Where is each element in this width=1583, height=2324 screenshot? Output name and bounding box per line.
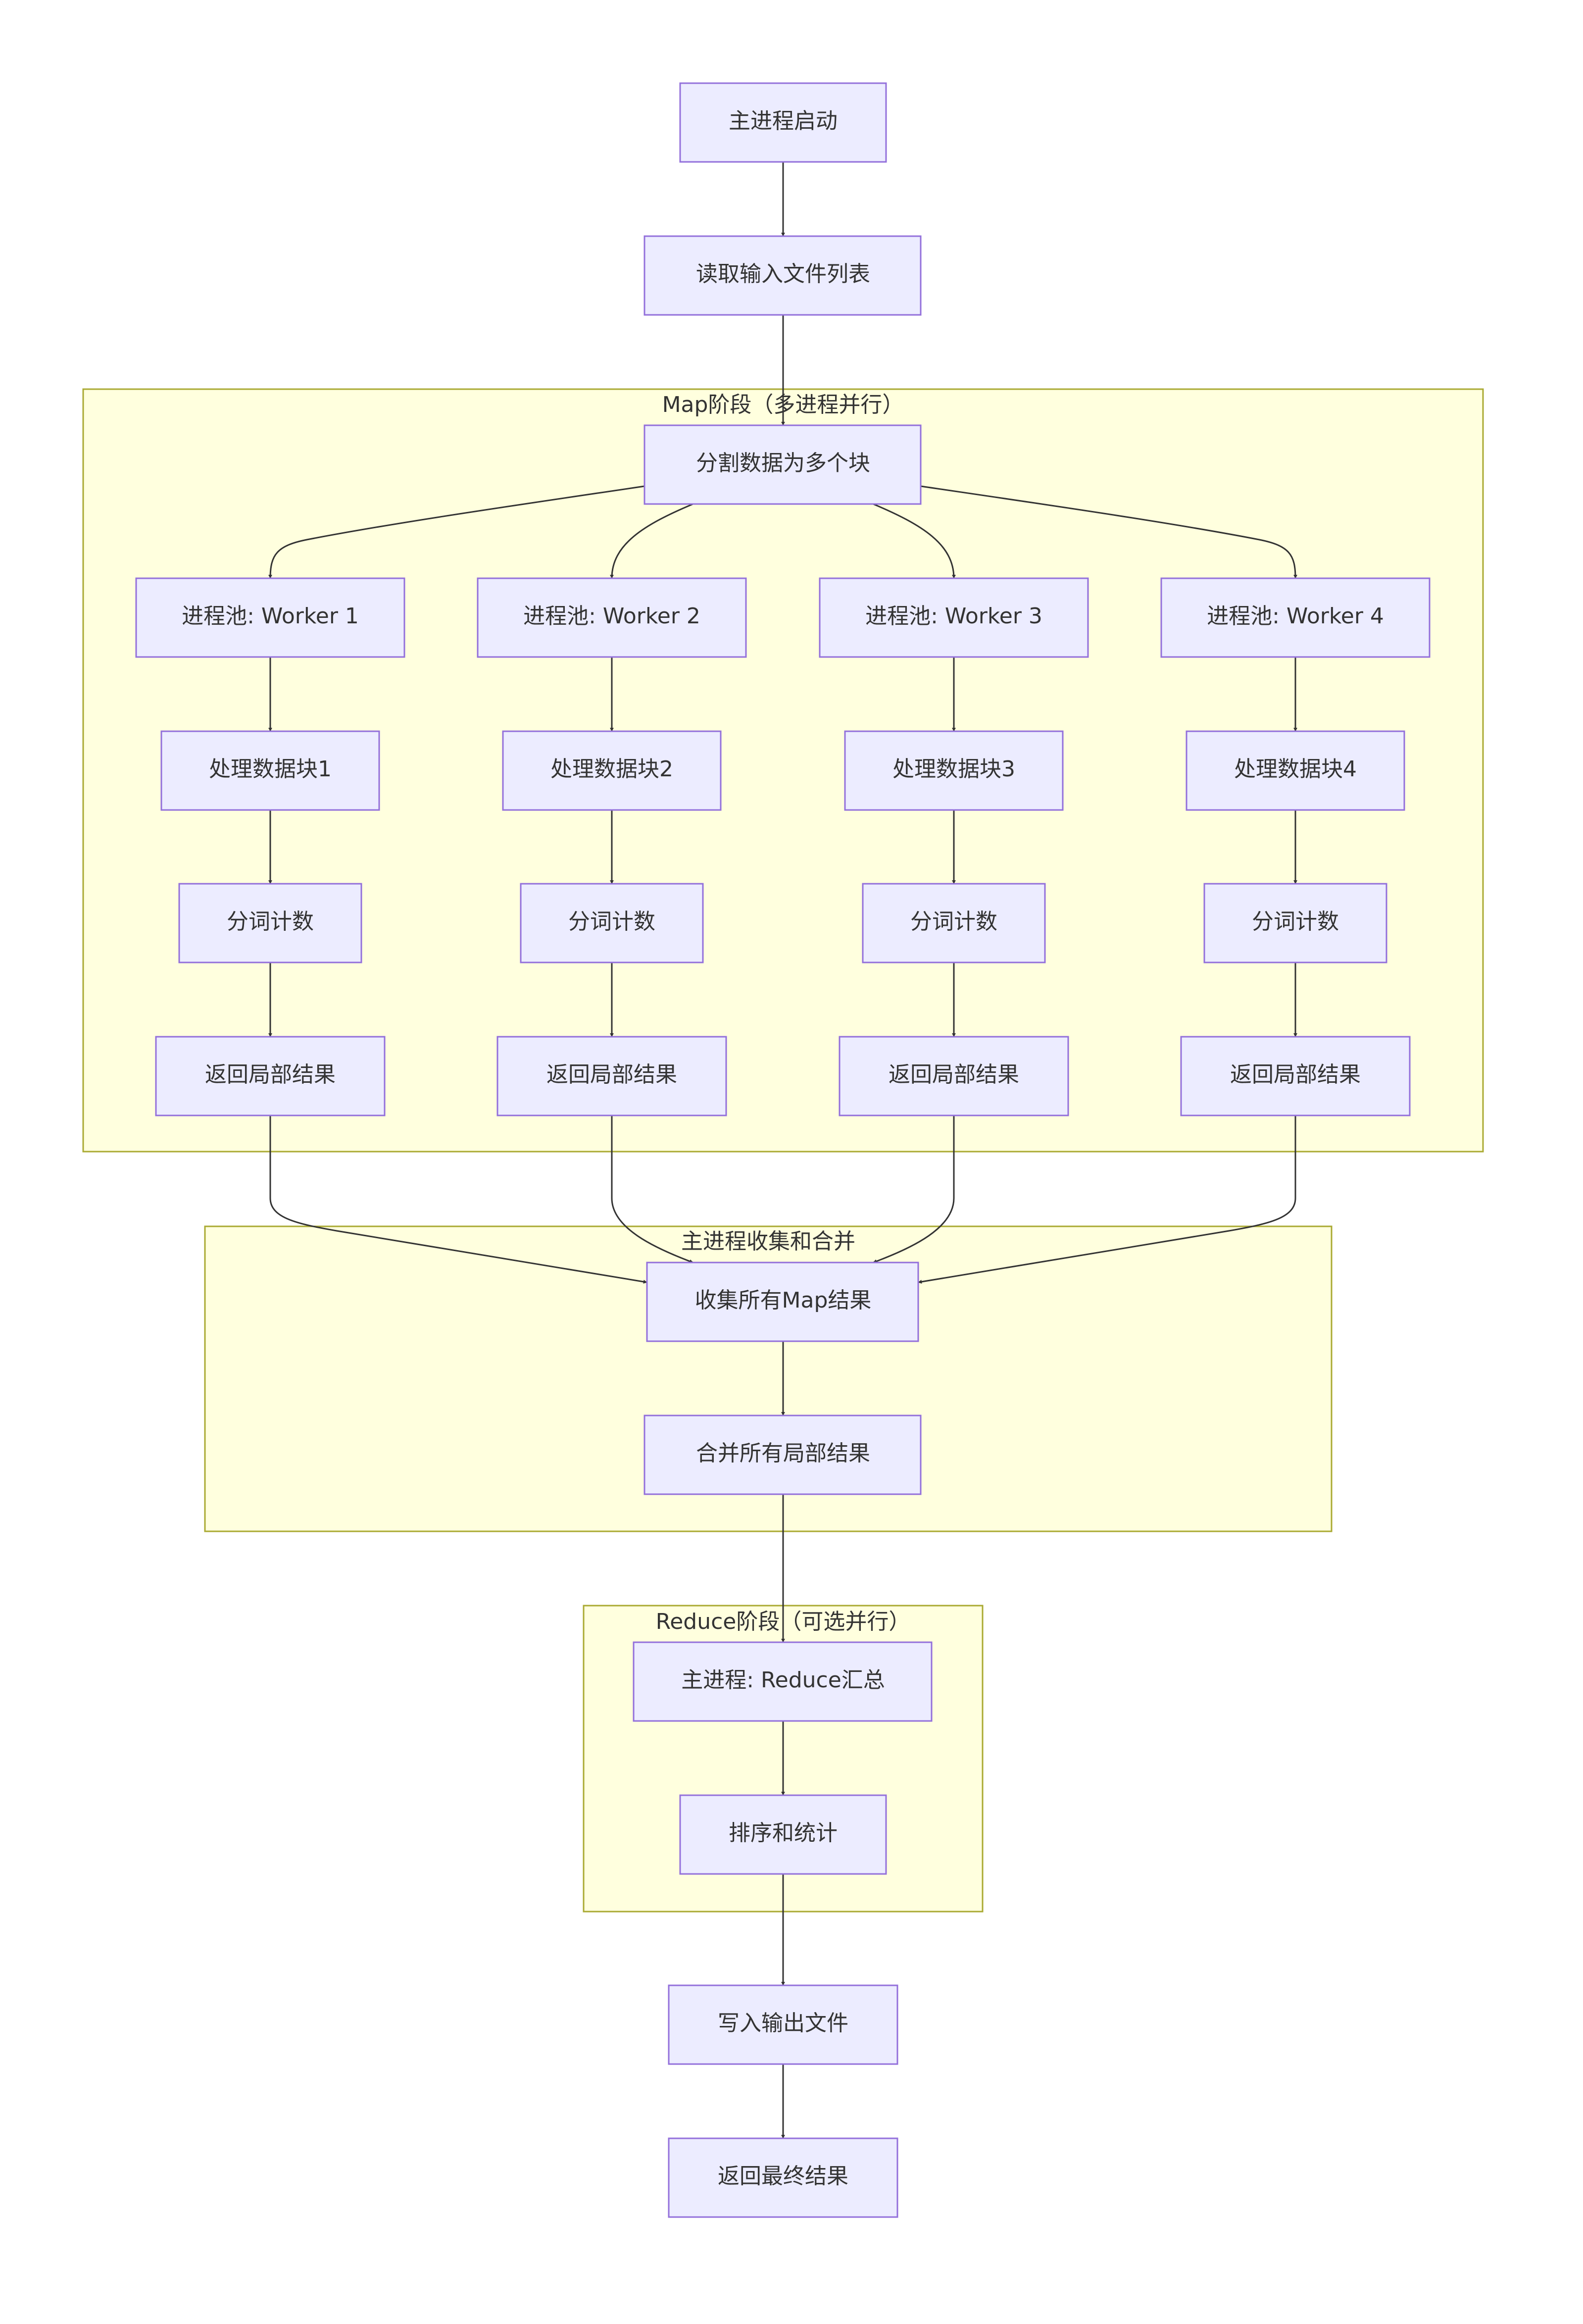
node-write-output-box — [668, 1984, 898, 2065]
node-gather-map-results: 收集所有Map结果 — [646, 1262, 919, 1342]
node-worker-3-box — [819, 577, 1089, 658]
node-gather-map-results-box — [646, 1262, 919, 1342]
node-tokenize-count-2: 分词计数 — [520, 883, 704, 963]
node-return-partial-2: 返回局部结果 — [496, 1036, 727, 1116]
node-process-chunk-3-box — [844, 730, 1064, 811]
node-process-chunk-2-box — [502, 730, 722, 811]
node-worker-3: 进程池: Worker 3 — [819, 577, 1089, 658]
node-worker-4-box — [1160, 577, 1431, 658]
node-process-chunk-1-label: 处理数据块1 — [209, 757, 332, 782]
arrow-path — [610, 503, 693, 579]
node-worker-1: 进程池: Worker 1 — [135, 577, 405, 658]
node-return-partial-3-box — [839, 1036, 1069, 1116]
node-process-chunk-4-box — [1186, 730, 1405, 811]
node-return-partial-1: 返回局部结果 — [155, 1036, 386, 1116]
node-merge-partials-label: 合并所有局部结果 — [696, 1441, 870, 1466]
edge-split-to-worker3 — [873, 503, 956, 579]
node-worker-1-box — [135, 577, 405, 658]
node-final-result: 返回最终结果 — [668, 2137, 898, 2218]
node-sort-stats: 排序和统计 — [679, 1794, 887, 1875]
node-return-partial-1-box — [155, 1036, 386, 1116]
node-start: 主进程启动 — [679, 82, 887, 163]
node-final-result-label: 返回最终结果 — [718, 2164, 848, 2189]
node-merge-partials: 合并所有局部结果 — [643, 1415, 922, 1495]
edge-split-to-worker4 — [920, 485, 1297, 579]
node-tokenize-count-1-box — [178, 883, 362, 963]
arrow-path — [873, 503, 956, 579]
edge-ret4-to-gather — [918, 1115, 1296, 1284]
arrow-path — [611, 1115, 693, 1263]
node-worker-2: 进程池: Worker 2 — [477, 577, 747, 658]
arrow-path — [918, 1115, 1296, 1284]
node-return-partial-3: 返回局部结果 — [839, 1036, 1069, 1116]
node-tokenize-count-3-label: 分词计数 — [910, 909, 997, 934]
node-split-data-box — [643, 424, 922, 505]
node-read-input-label: 读取输入文件列表 — [696, 261, 870, 287]
node-process-chunk-3: 处理数据块3 — [844, 730, 1064, 811]
arrow-path — [268, 485, 645, 579]
node-worker-1-label: 进程池: Worker 1 — [182, 604, 359, 629]
node-process-chunk-2-label: 处理数据块2 — [550, 757, 673, 782]
node-tokenize-count-2-label: 分词计数 — [568, 909, 655, 934]
node-process-chunk-3-label: 处理数据块3 — [892, 757, 1015, 782]
arrow-path — [269, 1115, 647, 1284]
node-return-partial-1-label: 返回局部结果 — [205, 1062, 336, 1087]
node-write-output-label: 写入输出文件 — [718, 2011, 848, 2036]
node-split-data-label: 分割数据为多个块 — [696, 451, 870, 476]
edge-ret1-to-gather — [269, 1115, 647, 1284]
node-process-chunk-4: 处理数据块4 — [1186, 730, 1405, 811]
node-tokenize-count-4: 分词计数 — [1203, 883, 1387, 963]
node-return-partial-2-box — [496, 1036, 727, 1116]
node-return-partial-2-label: 返回局部结果 — [546, 1062, 677, 1087]
arrow-path — [920, 485, 1297, 579]
node-reduce-summary-box — [633, 1641, 933, 1722]
node-tokenize-count-1-label: 分词计数 — [227, 909, 314, 934]
node-process-chunk-2: 处理数据块2 — [502, 730, 722, 811]
node-return-partial-4-box — [1180, 1036, 1411, 1116]
node-worker-2-box — [477, 577, 747, 658]
node-write-output: 写入输出文件 — [668, 1984, 898, 2065]
node-worker-2-label: 进程池: Worker 2 — [523, 604, 700, 629]
node-tokenize-count-1: 分词计数 — [178, 883, 362, 963]
node-gather-map-results-label: 收集所有Map结果 — [695, 1288, 872, 1313]
node-process-chunk-1-box — [160, 730, 380, 811]
node-tokenize-count-2-box — [520, 883, 704, 963]
node-reduce-summary-label: 主进程: Reduce汇总 — [681, 1667, 885, 1693]
node-worker-4-label: 进程池: Worker 4 — [1207, 604, 1384, 629]
node-read-input-box — [643, 235, 922, 316]
arrow-path — [873, 1115, 955, 1263]
node-return-partial-4-label: 返回局部结果 — [1230, 1062, 1361, 1087]
node-tokenize-count-3-box — [862, 883, 1046, 963]
node-final-result-box — [668, 2137, 898, 2218]
node-return-partial-3-label: 返回局部结果 — [889, 1062, 1019, 1087]
node-sort-stats-box — [679, 1794, 887, 1875]
edge-ret2-to-gather — [611, 1115, 693, 1263]
node-return-partial-4: 返回局部结果 — [1180, 1036, 1411, 1116]
node-tokenize-count-4-box — [1203, 883, 1387, 963]
edge-split-to-worker1 — [268, 485, 645, 579]
edge-ret3-to-gather — [873, 1115, 955, 1263]
node-merge-partials-box — [643, 1415, 922, 1495]
node-process-chunk-4-label: 处理数据块4 — [1234, 757, 1357, 782]
node-split-data: 分割数据为多个块 — [643, 424, 922, 505]
node-start-label: 主进程启动 — [729, 108, 838, 134]
edges-layer — [268, 162, 1297, 2139]
node-tokenize-count-3: 分词计数 — [862, 883, 1046, 963]
node-start-box — [679, 82, 887, 163]
edge-split-to-worker2 — [610, 503, 693, 579]
node-tokenize-count-4-label: 分词计数 — [1252, 909, 1339, 934]
node-worker-3-label: 进程池: Worker 3 — [865, 604, 1042, 629]
node-process-chunk-1: 处理数据块1 — [160, 730, 380, 811]
node-reduce-summary: 主进程: Reduce汇总 — [633, 1641, 933, 1722]
node-read-input: 读取输入文件列表 — [643, 235, 922, 316]
node-worker-4: 进程池: Worker 4 — [1160, 577, 1431, 658]
node-sort-stats-label: 排序和统计 — [729, 1820, 838, 1846]
collect-merge-title: 主进程收集和合并 — [681, 1229, 855, 1254]
